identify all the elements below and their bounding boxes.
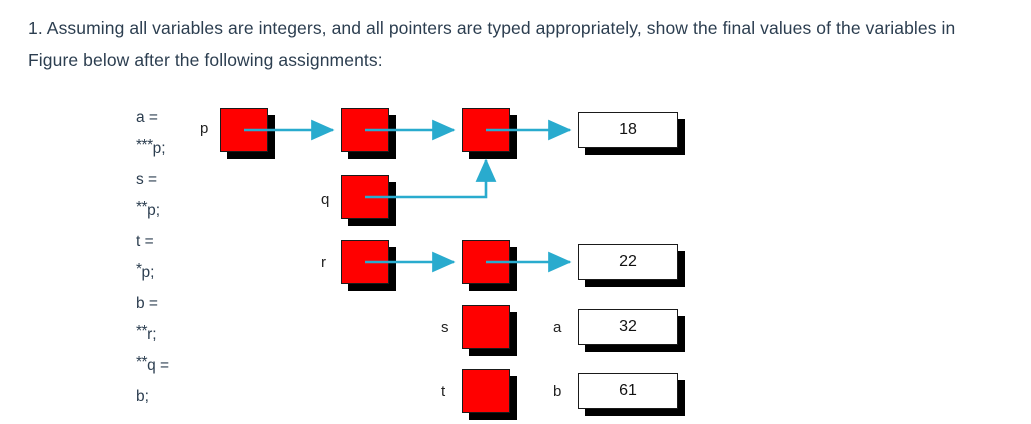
assignment-b-stars: **: [136, 323, 148, 340]
assignment-s-rhs: p;: [147, 202, 161, 219]
label-t: t: [441, 383, 446, 400]
assignment-line-s-rhs: **p;: [136, 195, 206, 226]
assignment-s-stars: **: [136, 199, 148, 216]
label-a: a: [553, 319, 562, 336]
assignment-q-rhs: b;: [136, 388, 149, 405]
assignment-a-stars: ***: [136, 137, 153, 154]
assignment-list: a = ***p; s = **p; t = *p; b = **r; **q …: [136, 102, 206, 412]
cell-s-1: [462, 305, 510, 349]
assignment-line-b-lhs: b =: [136, 288, 206, 319]
cell-r-2: [462, 240, 510, 284]
cell-t-1: [462, 369, 510, 413]
assignment-line-a-lhs: a =: [136, 102, 206, 133]
pointer-diagram: a = ***p; s = **p; t = *p; b = **r; **q …: [0, 90, 1031, 424]
cell-p-1: [220, 108, 268, 152]
assignment-a-rhs: p;: [152, 140, 166, 157]
cell-r-1: [341, 240, 389, 284]
assignment-t-rhs: p;: [141, 264, 155, 281]
cell-p-2: [341, 108, 389, 152]
assignment-t-lhs: t =: [136, 233, 154, 250]
cell-p-3: [462, 108, 510, 152]
label-q: q: [321, 191, 330, 208]
assignment-q-lhs: q =: [147, 357, 170, 374]
assignment-q-stars: **: [136, 354, 148, 371]
assignment-b-rhs: r;: [147, 326, 157, 343]
cell-q-1: [341, 175, 389, 219]
assignment-t-stars: *: [136, 261, 142, 278]
value-box-r-chain: 22: [578, 244, 678, 280]
assignment-s-lhs: s =: [136, 171, 158, 188]
question-text: 1. Assuming all variables are integers, …: [28, 18, 956, 70]
assignment-line-b-rhs: **r;: [136, 319, 206, 350]
value-box-p-chain: 18: [578, 112, 678, 148]
assignment-line-t-lhs: t =: [136, 226, 206, 257]
assignment-a-lhs: a =: [136, 109, 158, 126]
label-s: s: [441, 319, 449, 336]
assignment-line-q-lhs: **q =: [136, 350, 206, 381]
assignment-line-a-rhs: ***p;: [136, 133, 206, 164]
assignment-b-lhs: b =: [136, 295, 158, 312]
label-b: b: [553, 383, 562, 400]
label-p: p: [200, 120, 209, 137]
assignment-line-s-lhs: s =: [136, 164, 206, 195]
label-r: r: [321, 254, 326, 271]
assignment-line-q-rhs: b;: [136, 381, 206, 412]
assignment-line-t-rhs: *p;: [136, 257, 206, 288]
value-box-a: 32: [578, 309, 678, 345]
value-box-b: 61: [578, 373, 678, 409]
